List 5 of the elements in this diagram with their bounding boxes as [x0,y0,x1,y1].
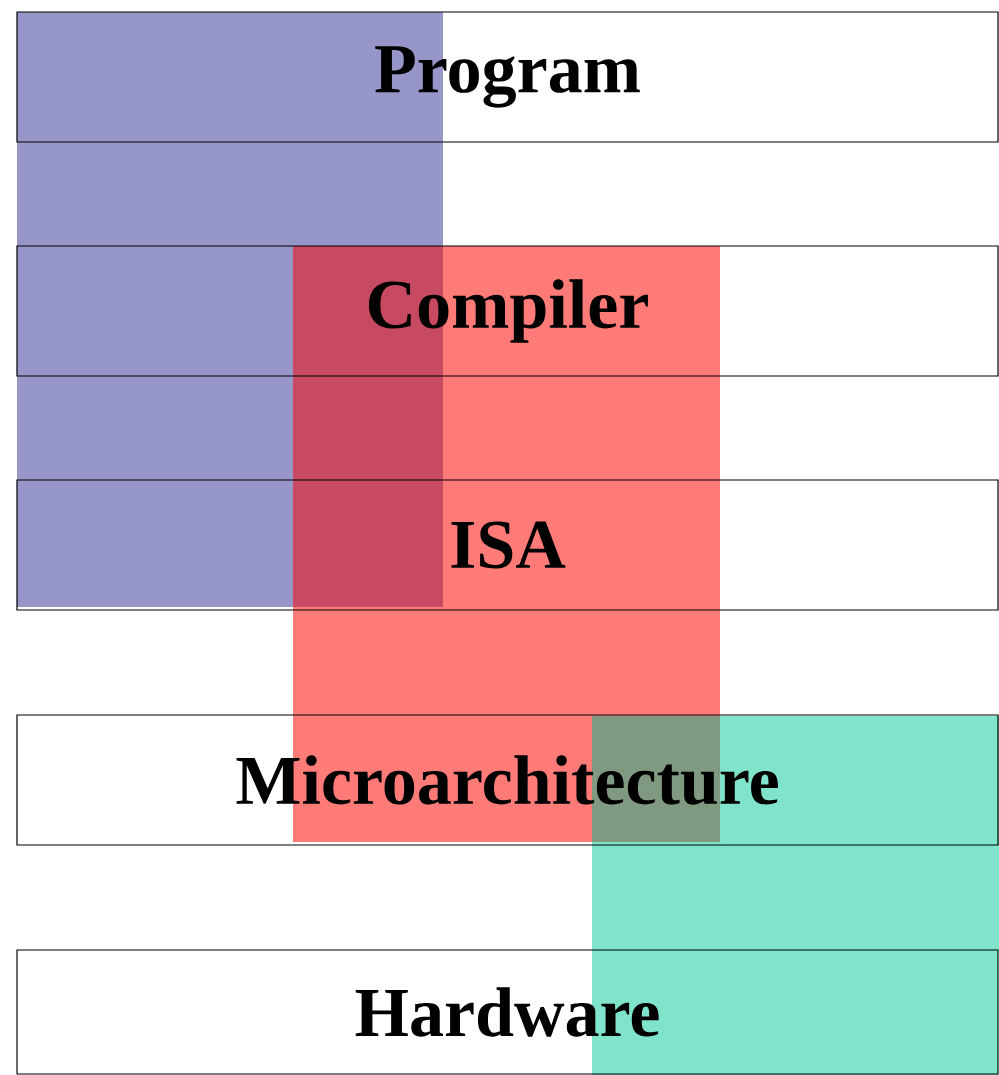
layer-band: Program [16,11,999,143]
layer-band: ISA [16,479,999,611]
layer-band: Compiler [16,245,999,377]
layer-band: Microarchitecture [16,714,999,846]
layer-band: Hardware [16,949,999,1075]
